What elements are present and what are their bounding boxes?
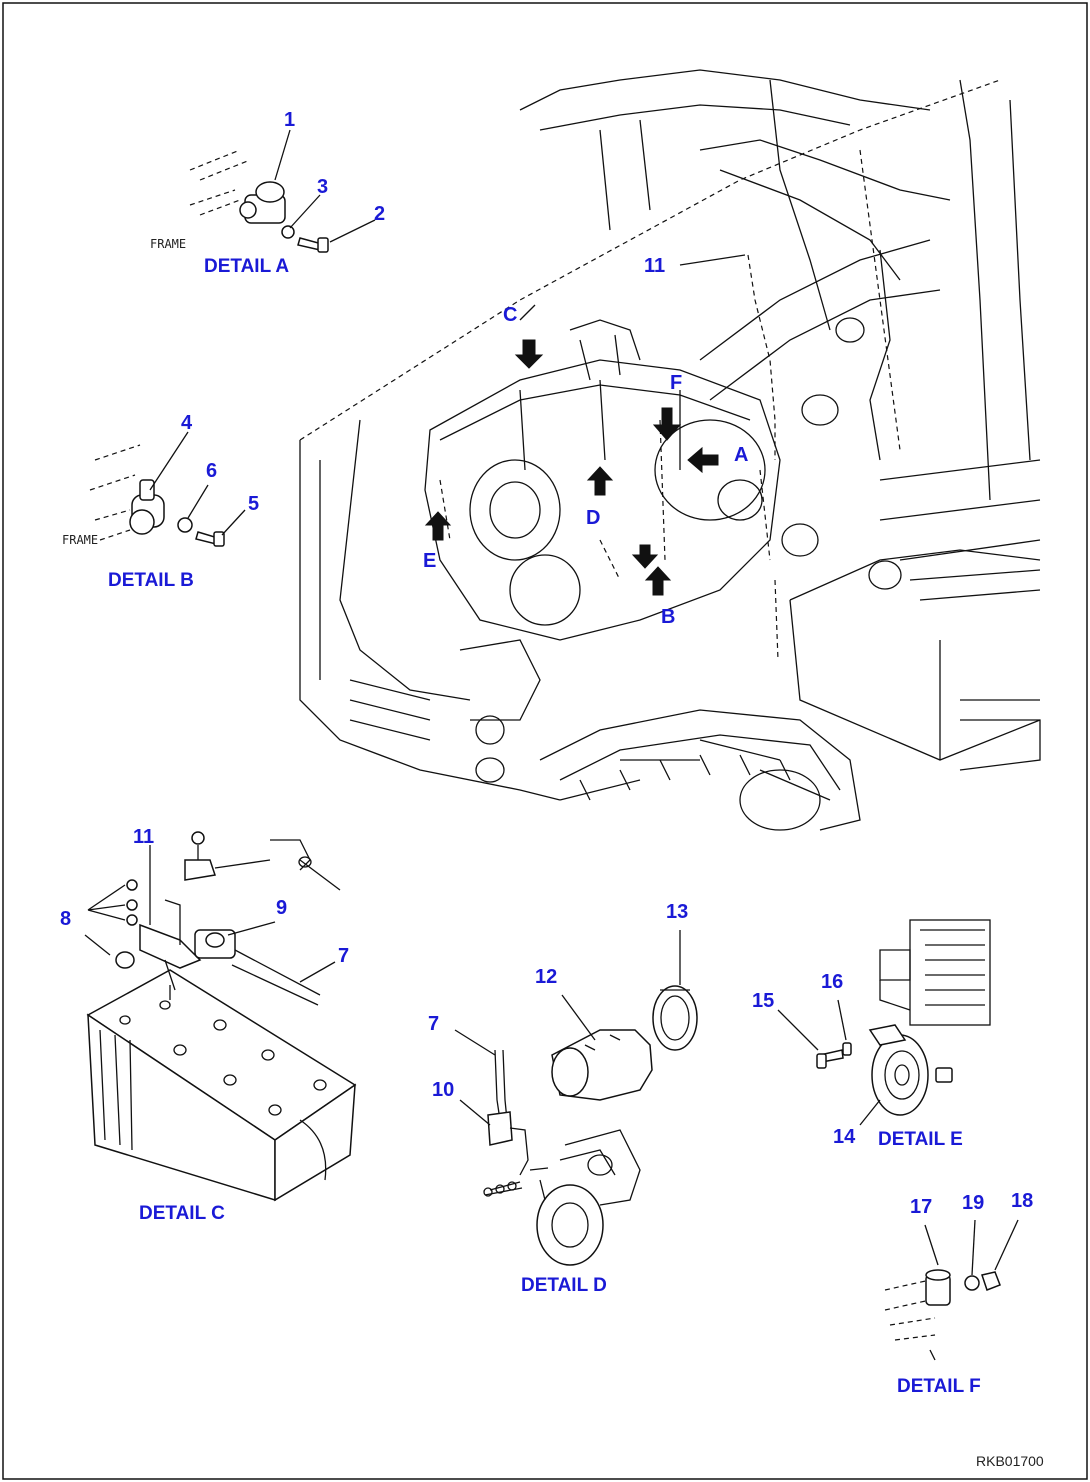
detail-f-drawing (884, 1219, 1019, 1361)
detail-b-title: DETAIL B (108, 570, 194, 591)
callout-4: 4 (181, 412, 193, 434)
machine-main-view (299, 69, 1041, 831)
detail-a-drawing (189, 129, 376, 253)
frame-label-a: FRAME (150, 237, 186, 251)
detail-a-title: DETAIL A (204, 256, 289, 277)
callout-12: 12 (535, 966, 557, 988)
callout-2: 2 (374, 203, 385, 225)
detail-e-title: DETAIL E (878, 1129, 963, 1150)
view-letter-c: C (503, 304, 517, 326)
callout-16: 16 (821, 971, 843, 993)
view-letter-b: B (661, 606, 675, 628)
view-letter-d: D (586, 507, 600, 529)
detail-d-title: DETAIL D (521, 1275, 607, 1296)
detail-d-drawing (454, 930, 698, 1266)
detail-b-drawing (89, 431, 246, 547)
view-letter-f: F (670, 372, 682, 394)
callout-19: 19 (962, 1192, 984, 1214)
callout-5: 5 (248, 493, 259, 515)
callout-10: 10 (432, 1079, 454, 1101)
detail-f-title: DETAIL F (897, 1376, 981, 1397)
callout-3: 3 (317, 176, 328, 198)
callout-7-detail-c: 7 (338, 945, 349, 967)
view-letter-e: E (423, 550, 436, 572)
frame-label-b: FRAME (62, 533, 98, 547)
callout-17: 17 (910, 1196, 932, 1218)
callout-13: 13 (666, 901, 688, 923)
callout-7-detail-d: 7 (428, 1013, 439, 1035)
detail-c-drawing (84, 831, 357, 1202)
callout-11-detail-c: 11 (133, 826, 154, 848)
callout-18: 18 (1011, 1190, 1033, 1212)
callout-11-main: 11 (644, 255, 665, 277)
callout-6: 6 (206, 460, 217, 482)
view-letter-a: A (734, 444, 748, 466)
callout-9: 9 (276, 897, 287, 919)
callout-15: 15 (752, 990, 774, 1012)
detail-c-title: DETAIL C (139, 1203, 225, 1224)
detail-e-drawing (777, 919, 991, 1126)
callout-1: 1 (284, 109, 295, 131)
callout-14: 14 (833, 1126, 856, 1148)
drawing-code: RKB01700 (976, 1453, 1044, 1469)
callout-8: 8 (60, 908, 71, 930)
